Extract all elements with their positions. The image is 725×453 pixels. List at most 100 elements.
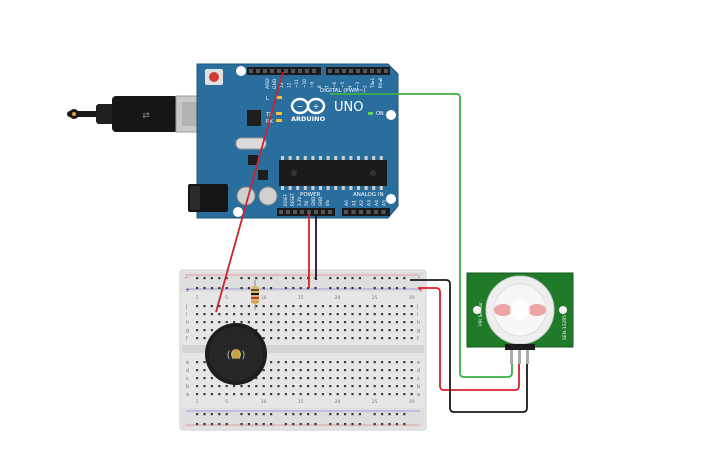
wire-buzzer[interactable]: [215, 71, 284, 313]
board-model: UNO: [334, 100, 363, 115]
row-letter: f: [417, 336, 419, 342]
aref-label: AREF: [265, 77, 271, 89]
row-letter: c: [417, 376, 420, 382]
row-letter: c: [186, 376, 189, 382]
sound-waves-icon: (( )): [227, 350, 246, 361]
power-pin-label: Vin: [325, 199, 330, 206]
row-letter: b: [417, 384, 420, 390]
power-header-strip: [277, 208, 335, 216]
analog-header-strip: [342, 208, 390, 216]
digital-pin-label: ~10: [302, 79, 307, 88]
rail-plus-left: +: [185, 287, 190, 294]
digital-pin-label: TX▸1: [370, 77, 375, 89]
analog-pin-label: A0: [344, 200, 350, 206]
on-led: [368, 112, 373, 115]
column-number: 10: [261, 399, 267, 405]
wire-signal[interactable]: [330, 93, 513, 378]
row-letter: h: [417, 320, 420, 326]
wire-pir-gnd[interactable]: [410, 279, 528, 413]
row-letter: f: [186, 336, 188, 342]
row-letter: d: [417, 368, 420, 374]
row-letter: e: [417, 360, 420, 366]
rail-minus-left: -: [185, 274, 187, 281]
rail-minus-right: -: [418, 274, 420, 281]
column-number: 15: [298, 295, 304, 301]
digital-pin-label: 4: [347, 85, 352, 88]
column-number: 25: [372, 295, 378, 301]
row-letter: b: [186, 384, 189, 390]
digital-header-label: DIGITAL (PWM~): [320, 88, 366, 94]
analog-pin-label: A4: [374, 200, 380, 206]
power-pin-label: GND: [311, 197, 316, 206]
analog-header-label: ANALOG IN: [353, 192, 384, 198]
digital-pin-label: 2: [363, 85, 368, 88]
row-letter: g: [186, 328, 189, 334]
header-holes: [249, 69, 388, 214]
row-letter: a: [186, 392, 189, 398]
l-led-label: L: [266, 96, 269, 102]
column-number: 30: [409, 399, 415, 405]
column-number: 1: [196, 399, 199, 405]
column-number: 15: [298, 399, 304, 405]
on-led-label: ON: [376, 111, 384, 117]
digital-pin-label: 13: [279, 82, 284, 88]
digital-pin-label: ~9: [309, 81, 314, 88]
digital-pin-label: 12: [287, 82, 292, 88]
piezo-buzzer[interactable]: (( )): [205, 323, 267, 385]
ic-pins-bottom: [281, 186, 383, 190]
gnd-label: GND: [272, 78, 278, 89]
analog-pin-label: A1: [352, 200, 358, 206]
svg-text:−: −: [297, 102, 304, 111]
board-brand: ARDUINO: [291, 115, 326, 123]
row-letter: i: [186, 312, 187, 318]
row-letter: a: [417, 392, 420, 398]
wire-pir-vcc[interactable]: [418, 287, 520, 391]
power-pin-label: GND: [318, 197, 323, 206]
column-number: 30: [409, 295, 415, 301]
row-letter: h: [186, 320, 189, 326]
arduino-board[interactable]: − + ARDUINO UNO DIGITAL (PWM~) POWER ANA…: [188, 63, 399, 219]
analog-pin-label: A5: [382, 200, 388, 206]
digital-pin-label: 8: [317, 85, 322, 88]
digital-pin-label: ~11: [294, 79, 299, 88]
digital-pin-label: 7: [325, 85, 330, 88]
row-letter: i: [417, 312, 418, 318]
row-letter: d: [186, 368, 189, 374]
power-pin-label: 5V: [304, 200, 309, 206]
pir-side-label-left: PIR Sensor: [478, 302, 484, 326]
power-header-label: POWER: [300, 192, 321, 198]
resistor[interactable]: [251, 280, 259, 310]
column-number: 5: [225, 295, 228, 301]
arduino-logo-icon: − +: [290, 97, 326, 115]
digital-pin-label: ~6: [332, 81, 337, 88]
row-letter: g: [417, 328, 420, 334]
power-pin-label: 3.3V: [297, 197, 302, 206]
digital-pin-label: RX◂0: [378, 77, 383, 88]
tx-led-label: TX: [265, 112, 273, 118]
power-pin-label: IOREF: [283, 193, 288, 206]
column-number: 20: [335, 295, 341, 301]
analog-pin-label: A2: [359, 200, 365, 206]
svg-text:+: +: [313, 102, 320, 111]
wires: [215, 71, 528, 413]
rail-plus-right: +: [418, 287, 423, 294]
pir-sensor[interactable]: PIR Sensor SEN-13285: [466, 272, 574, 364]
analog-pin-label: A3: [367, 200, 373, 206]
column-number: 25: [372, 399, 378, 405]
row-letter: e: [186, 360, 189, 366]
ic-pins-top: [281, 156, 383, 160]
svg-text:⇄: ⇄: [142, 111, 150, 121]
column-number: 5: [225, 399, 228, 405]
row-letter: j: [416, 304, 418, 310]
column-number: 1: [196, 295, 199, 301]
column-number: 20: [335, 399, 341, 405]
row-letter: j: [185, 304, 187, 310]
digital-pin-label: ~3: [355, 81, 360, 88]
